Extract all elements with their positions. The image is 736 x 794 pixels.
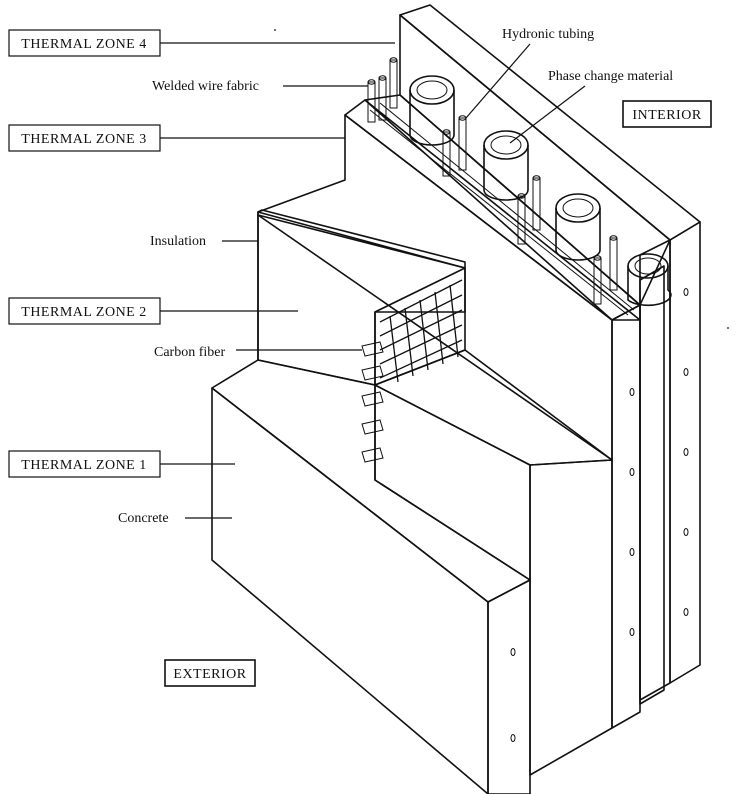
concrete-voids xyxy=(629,288,689,636)
hydronic-label: Hydronic tubing xyxy=(502,27,594,42)
interior-box xyxy=(622,100,712,128)
welded-wire-label: Welded wire fabric xyxy=(152,79,259,94)
carbon-fiber-label: Carbon fiber xyxy=(154,345,225,360)
exterior-label: EXTERIOR xyxy=(173,667,246,682)
carbon-fiber-tabs xyxy=(361,341,384,463)
zone3-front-face xyxy=(257,114,613,461)
pcm-label: Phase change material xyxy=(548,69,673,84)
zone1-label: THERMAL ZONE 1 xyxy=(21,458,146,473)
carbon-fiber-strands xyxy=(379,279,463,383)
zone4-label: THERMAL ZONE 4 xyxy=(21,37,146,52)
insulation-grid-face xyxy=(529,459,613,776)
interior-label: INTERIOR xyxy=(632,108,701,123)
zone1-voids xyxy=(510,648,516,742)
zone1-top-strip xyxy=(211,359,531,603)
zone1-front-face xyxy=(211,387,489,794)
pcm-pipes xyxy=(409,75,672,307)
speck-dot xyxy=(274,29,276,31)
zone2-box xyxy=(8,297,161,325)
exterior-box xyxy=(164,659,256,687)
hydronic-tubes xyxy=(367,57,618,305)
speck-dot xyxy=(727,327,729,329)
interior-concrete-panel-front xyxy=(669,221,701,684)
zone3-top-face xyxy=(344,99,641,321)
zone1-side-face xyxy=(487,579,531,794)
lower-insulation-top xyxy=(374,349,613,466)
insulation-label: Insulation xyxy=(150,234,206,249)
zone3-label: THERMAL ZONE 3 xyxy=(21,132,146,147)
middle-concrete-layer xyxy=(611,304,641,729)
interior-concrete-panel-side xyxy=(639,239,671,701)
zone2-label: THERMAL ZONE 2 xyxy=(21,305,146,320)
lower-insulation-front xyxy=(374,384,531,581)
pcm-hatch-layer xyxy=(639,265,665,705)
zone1-box xyxy=(8,450,161,478)
concrete-label: Concrete xyxy=(118,511,169,526)
insulation-top-face xyxy=(257,209,466,269)
zone4-box xyxy=(8,29,161,57)
